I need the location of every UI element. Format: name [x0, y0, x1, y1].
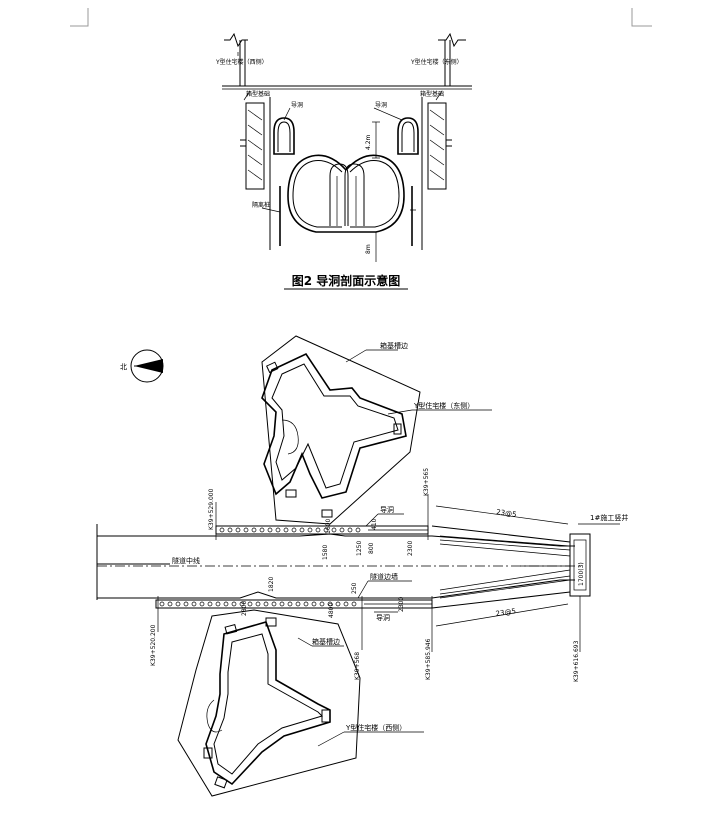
label-foundation-edge-bottom: 箱基槽边 — [312, 637, 340, 646]
figure2-caption: 图2 导洞剖面示意图 — [292, 273, 401, 288]
label-foundation-edge-top: 箱基槽边 — [380, 341, 408, 350]
bottom-dim-1: 1820 — [268, 577, 275, 592]
label-pilot-left: 导洞 — [291, 101, 303, 109]
station-6: K39+616.693 — [573, 640, 580, 682]
label-pilot-top: 导洞 — [380, 505, 394, 514]
label-foundation-left: 箱型基础 — [246, 90, 270, 98]
north-label: 北 — [120, 363, 127, 371]
page-corner-marks — [70, 8, 652, 27]
label-building-east: Y型住宅楼（东侧） — [410, 58, 463, 66]
station-1: K39+529.000 — [208, 488, 215, 530]
figure2-section: Y型住宅楼（西侧） Y型住宅楼（东侧） 箱型基础 箱型基础 导洞 导洞 隔离桩 … — [215, 32, 472, 290]
top-dim-2: 1250 — [356, 541, 363, 556]
label-building-west: Y型住宅楼（西侧） — [215, 58, 268, 66]
dim-top-diag: 23@5 — [496, 508, 517, 519]
station-5: K39+585.946 — [425, 638, 432, 680]
dim-vertical: 4.2m — [365, 134, 372, 150]
dim-shaft: 1700(3) — [578, 562, 585, 586]
top-dim-4: 410 — [371, 518, 378, 530]
building-west — [177, 609, 361, 797]
plan-view: 北 箱基槽边 Y型住宅楼（东侧） — [96, 335, 628, 797]
label-pilot-bottom: 导洞 — [376, 613, 390, 622]
top-dim-1: 1580 — [322, 545, 329, 560]
label-tunnel-wall: 隧道边墙 — [370, 572, 398, 581]
top-dim-5: 1600 — [325, 519, 332, 534]
label-building-east: Y型住宅楼（东侧） — [413, 401, 474, 410]
label-isolation-pile: 隔离桩 — [252, 201, 270, 209]
label-pilot-right: 导洞 — [375, 101, 387, 109]
bottom-dim-3: 4800 — [328, 603, 335, 618]
bottom-dim-4: 250 — [351, 582, 358, 594]
station-4: K39+568 — [354, 652, 361, 680]
bottom-dim-2: 2800 — [241, 601, 248, 616]
station-2: K39+565 — [423, 468, 430, 496]
label-building-west: Y型住宅楼（西侧） — [345, 723, 406, 732]
dim-bottom-diag: 23@5 — [495, 607, 516, 618]
north-arrow-icon — [130, 349, 164, 383]
dim-depth: 8m — [365, 244, 372, 254]
station-3: K39+520.200 — [150, 624, 157, 666]
top-dim-3: 800 — [368, 542, 375, 554]
bottom-dim-5: 2300 — [398, 597, 405, 612]
label-shaft: 1#施工竖井 — [590, 513, 628, 522]
tunnel-body — [96, 494, 620, 652]
label-centerline: 隧道中线 — [172, 556, 200, 565]
building-east — [261, 335, 421, 525]
label-foundation-right: 箱型基础 — [420, 90, 444, 98]
top-dim-6: 2300 — [407, 541, 414, 556]
